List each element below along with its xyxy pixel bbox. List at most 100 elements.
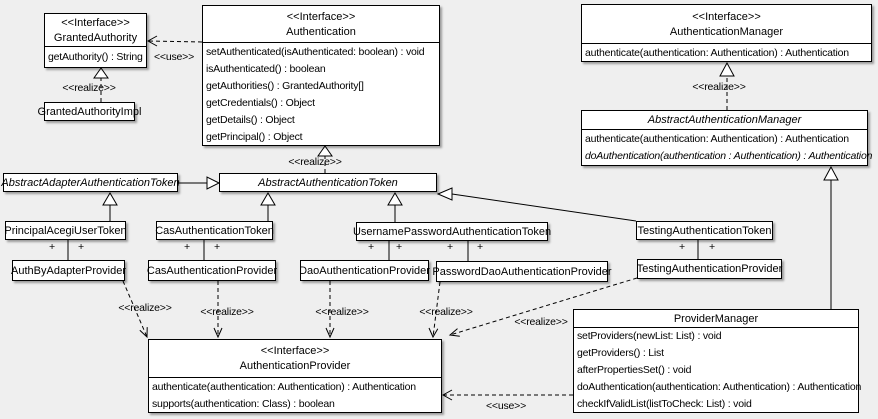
method: doAuthentication(authentication: Authent… — [577, 380, 862, 393]
stereotype: <<Interface>> — [692, 10, 761, 23]
edge-realize-testingauthenticationprovider — [448, 277, 638, 337]
class-granted-authority-impl[interactable]: GrantedAuthorityImpl — [37, 102, 142, 121]
class-name: AuthenticationManager — [669, 25, 784, 38]
class-authentication-provider[interactable]: <<Interface>> AuthenticationProvider aut… — [148, 339, 442, 413]
method: afterPropertiesSet() : void — [577, 363, 692, 376]
edge-gen-abstractadapter-abstracttoken — [178, 176, 221, 190]
label-realize-passworddaoauthenticationprovider: <<realize>> — [419, 306, 473, 318]
edge-realize-authbyadapterprovider — [122, 280, 148, 339]
class-header: <<Interface>> AuthenticationManager — [582, 5, 871, 44]
method: authenticate(authentication: Authenticat… — [152, 380, 416, 393]
label-assoc-end-plus: + — [184, 241, 190, 253]
class-header: <<Interface>> AuthenticationProvider — [149, 340, 441, 378]
label-assoc-end-plus: + — [679, 241, 685, 253]
edge-use-providermanager-authenticationprovider — [441, 389, 573, 401]
class-header: <<Interface>> Authentication — [203, 6, 439, 43]
class-name: GrantedAuthorityImpl — [37, 105, 142, 118]
method: getCredentials() : Object — [206, 96, 315, 109]
class-name: AuthByAdapterProvider — [11, 264, 126, 277]
edge-realize-daoauthenticationprovider — [325, 281, 335, 339]
class-password-dao-authentication-provider[interactable]: PasswordDaoAuthenticationProvider — [432, 261, 612, 282]
stereotype: <<Interface>> — [286, 10, 356, 23]
class-username-password-authentication-token[interactable]: UsernamePasswordAuthenticationToken — [352, 222, 552, 241]
class-name: TestingAuthenticationToken — [637, 224, 772, 237]
label-assoc-end-plus: + — [396, 241, 402, 253]
class-name: PrincipalAcegiUserToken — [4, 224, 127, 237]
class-authentication[interactable]: <<Interface>> Authentication setAuthenti… — [202, 5, 440, 146]
label-realize-authbyadapterprovider: <<realize>> — [118, 302, 172, 314]
edge-gen-testingauthenticationtoken — [436, 187, 637, 222]
edge-gen-providermanager — [823, 165, 839, 309]
method: supports(authentication: Class) : boolea… — [152, 397, 335, 410]
class-name: CasAuthenticationProvider — [146, 264, 278, 277]
stereotype: <<Interface>> — [260, 345, 330, 357]
label-realize-abstractauthenticationmanager: <<realize>> — [692, 81, 746, 93]
class-name: DaoAuthenticationProvider — [299, 264, 430, 277]
stereotype: <<Interface>> — [61, 16, 130, 29]
class-testing-authentication-token[interactable]: TestingAuthenticationToken — [636, 221, 773, 240]
label-use-authentication-grantedauthority: <<use>> — [153, 51, 195, 63]
label-realize-abstractauthenticationtoken: <<realize>> — [288, 156, 342, 168]
class-name: AbstractAdapterAuthenticationToken — [1, 176, 180, 189]
class-header: <<Interface>> GrantedAuthority — [45, 14, 146, 47]
class-abstract-adapter-authentication-token[interactable]: AbstractAdapterAuthenticationToken — [1, 173, 180, 192]
label-realize-casauthenticationprovider: <<realize>> — [200, 306, 254, 318]
class-header: ProviderManager — [574, 310, 858, 328]
label-assoc-end-plus: + — [709, 241, 715, 253]
class-cas-authentication-provider[interactable]: CasAuthenticationProvider — [146, 260, 278, 281]
method: getDetails() : Object — [206, 113, 295, 126]
edge-realize-abstractauthenticationmanager — [719, 61, 735, 110]
edge-realize-passworddaoauthenticationprovider — [428, 281, 441, 339]
class-abstract-authentication-token[interactable]: AbstractAuthenticationToken — [219, 173, 437, 192]
class-authentication-manager[interactable]: <<Interface>> AuthenticationManager auth… — [581, 4, 872, 62]
method-abstract: doAuthentication(authentication : Authen… — [585, 150, 873, 163]
edge-realize-casauthenticationprovider — [213, 281, 223, 339]
class-provider-manager[interactable]: ProviderManager setProviders(newList: Li… — [573, 309, 862, 413]
class-auth-by-adapter-provider[interactable]: AuthByAdapterProvider — [11, 260, 126, 281]
edge-use-authentication-grantedauthority — [146, 35, 203, 47]
label-realize-testingauthenticationprovider: <<realize>> — [514, 316, 568, 328]
class-name: UsernamePasswordAuthenticationToken — [352, 225, 552, 238]
class-testing-authentication-provider[interactable]: TestingAuthenticationProvider — [637, 259, 782, 279]
method: setAuthenticated(isAuthenticated: boolea… — [206, 45, 425, 58]
label-use-providermanager: <<use>> — [485, 400, 527, 412]
method: checkIfValidList(listToCheck: List) : vo… — [577, 397, 752, 410]
method: setProviders(newList: List) : void — [577, 330, 722, 343]
label-assoc-end-plus: + — [49, 241, 55, 253]
class-cas-authentication-token[interactable]: CasAuthenticationToken — [155, 221, 274, 240]
edge-gen-principalacegiusertoken — [102, 192, 118, 221]
label-assoc-end-plus: + — [368, 241, 374, 253]
method: getProviders() : List — [577, 347, 664, 360]
class-name: TestingAuthenticationProvider — [636, 263, 783, 275]
method: getPrincipal() : Object — [206, 130, 303, 143]
class-name: GrantedAuthority — [53, 31, 138, 44]
class-name: AbstractAuthenticationToken — [258, 176, 398, 189]
method: authenticate(authentication: Authenticat… — [585, 46, 849, 59]
edge-realize-grantedauthorityimpl — [93, 67, 109, 102]
class-principal-acegi-user-token[interactable]: PrincipalAcegiUserToken — [4, 221, 127, 240]
method: getAuthorities() : GrantedAuthority[] — [206, 79, 364, 92]
class-name: PasswordDaoAuthenticationProvider — [432, 265, 612, 278]
method: getAuthority() : String — [48, 51, 143, 63]
class-name: CasAuthenticationToken — [155, 224, 274, 237]
class-header: AbstractAuthenticationManager — [582, 111, 867, 130]
class-dao-authentication-provider[interactable]: DaoAuthenticationProvider — [299, 260, 430, 281]
label-assoc-end-plus: + — [447, 241, 453, 253]
class-name: ProviderManager — [673, 312, 759, 325]
class-name: Authentication — [286, 25, 356, 38]
edge-realize-abstractauthenticationtoken — [317, 145, 333, 173]
label-assoc-end-plus: + — [78, 241, 84, 253]
method: isAuthenticated() : boolean — [206, 62, 326, 75]
edge-gen-usernamepasswordtoken — [387, 192, 403, 222]
label-assoc-end-plus: + — [214, 241, 220, 253]
class-name: AbstractAuthenticationManager — [647, 114, 802, 126]
class-granted-authority[interactable]: <<Interface>> GrantedAuthority getAuthor… — [44, 13, 147, 68]
edge-gen-casauthenticationtoken — [260, 192, 276, 221]
class-abstract-authentication-manager[interactable]: AbstractAuthenticationManager authentica… — [581, 110, 873, 166]
method: authenticate(authentication: Authenticat… — [585, 132, 849, 145]
label-assoc-end-plus: + — [477, 241, 483, 253]
label-realize-daoauthenticationprovider: <<realize>> — [315, 306, 369, 318]
label-realize-grantedauthorityimpl: <<realize>> — [62, 82, 116, 94]
